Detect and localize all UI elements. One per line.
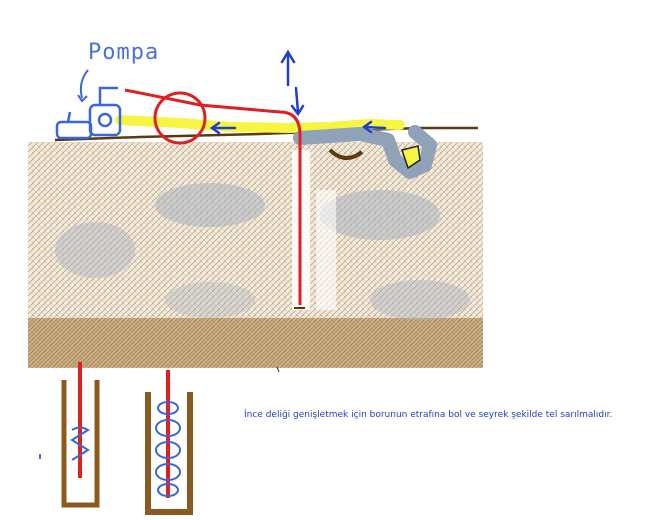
- soil-block: [28, 142, 483, 368]
- soil-bottom-layer: [28, 318, 483, 368]
- pump-label: Pompa: [88, 40, 160, 65]
- detail-widened-hole: [145, 370, 193, 515]
- drain-outlet: [401, 145, 421, 170]
- red-pipe-loop: [153, 91, 207, 145]
- pipe-side-void: [316, 190, 336, 310]
- gravel-patch: [55, 222, 135, 278]
- wire-coil: [155, 401, 181, 497]
- up-arrow-icon: [280, 49, 296, 64]
- down-arrow-icon: [290, 104, 305, 117]
- gravel-patch: [370, 280, 470, 320]
- gravel-patch: [165, 282, 255, 318]
- drain-channel: [293, 125, 437, 179]
- wire-coil: [70, 426, 90, 461]
- cursor-mark: [276, 366, 280, 373]
- red-pipe: [124, 88, 302, 305]
- gravel-patch: [155, 183, 265, 227]
- left-arrow-icon: [209, 121, 221, 135]
- left-arrow-icon: [361, 120, 373, 134]
- yellow-hose: [115, 115, 405, 134]
- left-arrow-icon: [363, 125, 387, 130]
- pump-icon: [55, 86, 122, 140]
- gravel-patch: [320, 190, 440, 240]
- drain-pit: [328, 148, 364, 160]
- pump-pointer-head: [77, 94, 88, 103]
- instruction-note: İnce deliği genişletmek için borunun etr…: [244, 410, 613, 420]
- detail-thin-hole: [61, 362, 100, 508]
- down-arrow-icon: [294, 86, 300, 114]
- pump-pointer: [79, 69, 89, 99]
